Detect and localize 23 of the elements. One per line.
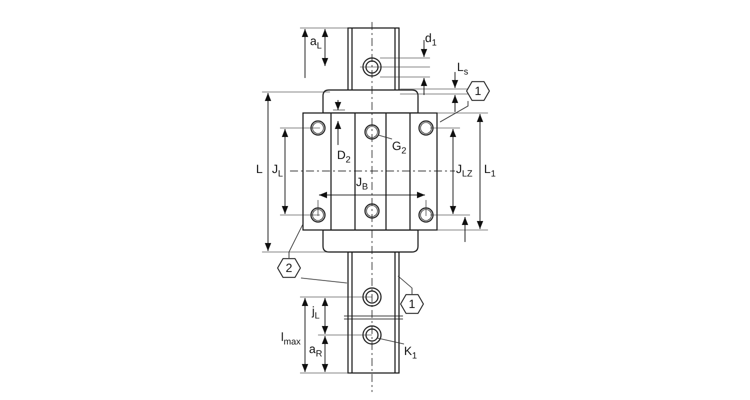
part-label: K$_{1}$ [404,344,418,362]
callout-number: 2 [277,258,301,278]
leader-line [440,100,468,122]
dimension-label: J$_{B}$ [356,175,368,194]
leader-line [300,278,348,284]
dimension-label: L$_{s}$ [457,60,468,78]
dimension-label: J$_{LZ}$ [456,162,473,180]
callout-number: 1 [400,294,424,314]
leader-line [376,338,404,344]
dimension-label: j$_{L}$ [312,304,320,322]
leader-line [378,134,392,140]
dimension-label: L [256,162,263,176]
callout-number: 1 [466,81,490,101]
dimension-label: d$_{1}$ [425,31,437,50]
part-label: G$_{2}$ [392,139,406,158]
dimension-label: l$_{max}$ [281,330,301,348]
dimension-label: D$_{2}$ [337,148,351,166]
leader-line [398,276,412,294]
dimension-label: L$_{1}$ [484,162,496,180]
leader-line [288,224,304,258]
dimension-label: a$_{L}$ [310,34,322,52]
dimension-label: a$_{R}$ [309,342,322,360]
dimension-label: J$_{L}$ [272,162,284,180]
